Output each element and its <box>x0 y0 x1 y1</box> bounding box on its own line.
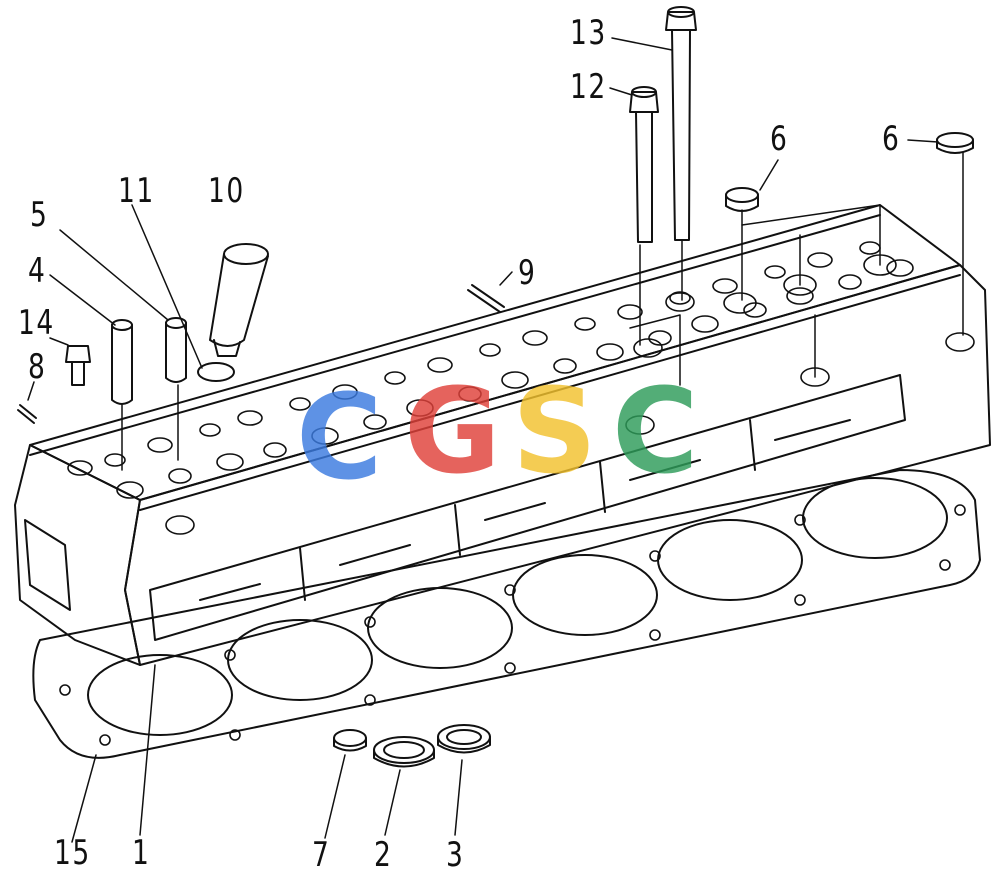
cup-plug <box>333 729 367 752</box>
injector-sleeve <box>209 243 269 357</box>
callout-label: 3 <box>446 835 465 875</box>
valve-guide-4 <box>111 319 133 405</box>
watermark-letter: S <box>512 362 597 500</box>
seal-ring-2 <box>373 736 435 768</box>
callout-label: 1 <box>132 833 151 873</box>
callout-label: 9 <box>518 253 537 293</box>
callout-label: 8 <box>28 347 47 387</box>
watermark-letter: C <box>296 368 383 506</box>
callout-label: 15 <box>54 833 91 873</box>
cylinder-head-block <box>14 204 991 666</box>
plug-b <box>936 132 974 154</box>
leader-lines <box>27 37 964 843</box>
watermark-letter: G <box>404 362 501 500</box>
callout-label: 10 <box>208 171 245 211</box>
dowel-pin-8 <box>17 404 37 424</box>
bolt <box>629 86 659 243</box>
bolt-long <box>665 6 697 241</box>
callout-label: 5 <box>30 195 49 235</box>
seal-ring-3 <box>437 724 491 754</box>
watermark-letter: C <box>612 362 699 500</box>
valve-guide-5 <box>165 317 187 383</box>
callout-label: 4 <box>28 251 47 291</box>
deck-ports <box>67 241 975 535</box>
callout-label: 7 <box>312 835 331 875</box>
callout-label: 14 <box>18 303 55 343</box>
callout-label: 13 <box>570 13 607 53</box>
callout-label: 6 <box>882 119 901 159</box>
plug-a <box>725 187 759 212</box>
o-ring <box>197 362 235 382</box>
callout-label: 12 <box>570 67 607 107</box>
small-bolt <box>65 345 91 386</box>
callout-label: 6 <box>770 119 789 159</box>
callout-label: 2 <box>374 835 393 875</box>
callout-label: 11 <box>118 171 155 211</box>
dowel-pin-9 <box>467 284 505 313</box>
